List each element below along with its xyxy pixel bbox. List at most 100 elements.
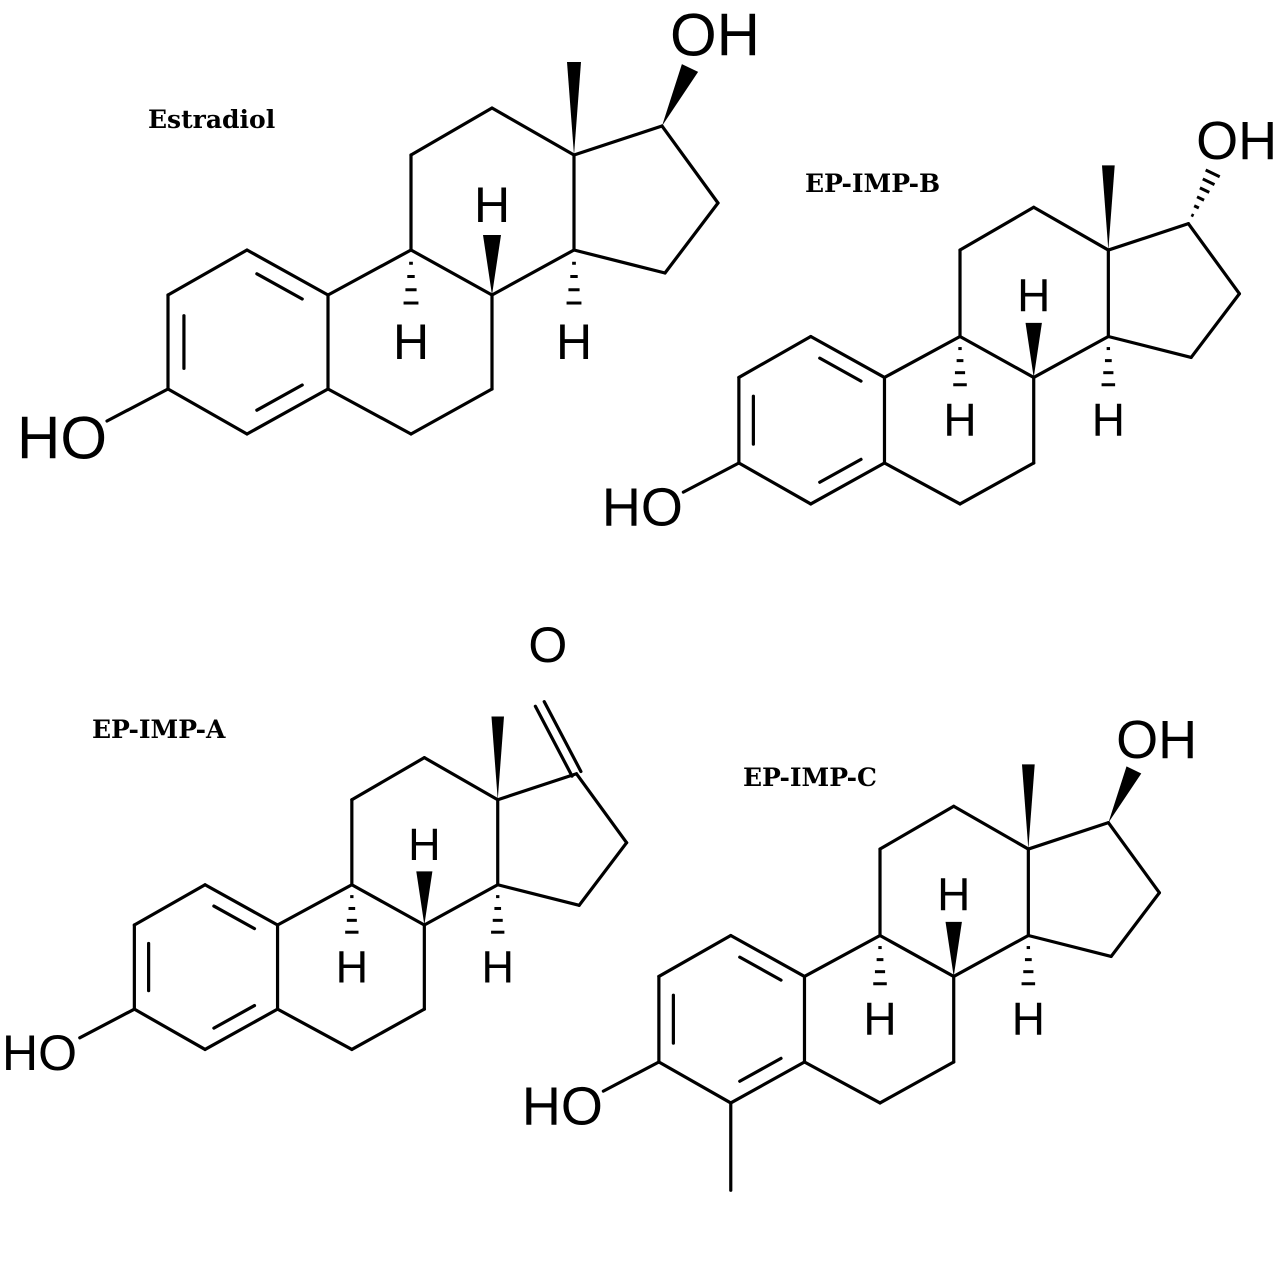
bond-c5-c6 [275, 1007, 354, 1052]
bond-c4-c5 [809, 461, 887, 506]
bond-c4-c5 [245, 387, 330, 436]
bond-c17-c13 [496, 772, 579, 802]
bond-c3-c4 [737, 461, 813, 506]
bond-c11-c12 [878, 804, 956, 851]
hydroxyl-hash-c17 [1190, 168, 1221, 218]
bond-c14-c15 [496, 883, 581, 907]
bond-c3-c4 [166, 387, 249, 436]
bond-c4-c5 [729, 1060, 807, 1105]
bond-c10-c1 [245, 248, 330, 297]
bond-c12-c13 [490, 106, 576, 157]
bond-c9-c10 [326, 248, 413, 297]
bond-c8-c9 [409, 248, 494, 297]
bond-c10-c1 [203, 883, 280, 927]
bond-c14-c15 [1106, 334, 1193, 360]
hydroxyl-c17-label: OH [1116, 710, 1197, 770]
hydrogen-h8: H [408, 819, 441, 870]
hydroxyl-c3-label: HO [17, 405, 107, 472]
bond-c5-c6 [326, 387, 413, 436]
bond-c12-c13 [952, 804, 1030, 851]
hydroxyl-c17-label: OH [1196, 111, 1277, 171]
hydrogen-h9: H [393, 314, 429, 370]
bond-c6-c7 [350, 1007, 426, 1052]
hydroxyl-c3-label: HO [2, 1025, 77, 1081]
hydroxyl-c3-label: HO [602, 478, 683, 538]
molecule-name: EP-IMP-B [805, 169, 940, 198]
bond-c11-c12 [958, 205, 1036, 252]
bond-c16-c17 [574, 772, 629, 845]
molecule-name: EP-IMP-A [92, 715, 226, 744]
bond-c14-c8 [952, 933, 1030, 979]
bond-c10-c1 [809, 334, 887, 380]
hydroxyl-wedge-c17 [662, 64, 699, 126]
bond-c17-c13 [572, 124, 664, 157]
bond-c15-c16 [663, 201, 720, 275]
bond-c16-c17 [1106, 821, 1161, 895]
molecule-name: Estradiol [148, 105, 275, 134]
bond-c15-c16 [577, 841, 629, 907]
bond-c5-c6 [802, 1060, 882, 1105]
hash-bond-h14 [1021, 946, 1036, 986]
hydrogen-h14: H [1092, 394, 1125, 446]
hash-bond-h9 [953, 347, 967, 387]
methyl-wedge-c18 [1101, 165, 1115, 251]
bond-c6-c7 [409, 387, 494, 436]
carbonyl-bond-a [542, 700, 583, 774]
bond-c6-c7 [958, 461, 1036, 506]
double-bond-c4-c5 [738, 1056, 783, 1083]
bond-c11-c12 [350, 756, 426, 802]
bond-c4-c5 [203, 1007, 280, 1052]
methyl-wedge-c18 [1021, 764, 1035, 850]
bond-c16-c17 [660, 124, 720, 205]
carbonyl-bond-b [533, 704, 574, 778]
hydrogen-h14: H [481, 942, 514, 993]
double-bond-c1-c10 [255, 272, 304, 301]
hydroxyl-c3-label: HO [522, 1077, 603, 1137]
bond-c11-c12 [409, 106, 494, 157]
bond-c17-c13 [1106, 222, 1191, 252]
hydrogen-h9: H [336, 942, 369, 993]
hash-bond-h14 [566, 261, 582, 305]
hash-bond-h9 [403, 261, 419, 305]
hydrogen-h8: H [937, 869, 970, 921]
bond-c9-c10 [802, 933, 882, 979]
bond-c14-c8 [1032, 334, 1110, 380]
hydrogen-h14: H [556, 314, 592, 370]
bond-c15-c16 [1109, 891, 1161, 959]
double-bond-c4-c5 [818, 457, 863, 484]
bond-c12-c13 [422, 756, 500, 802]
double-bond-c1-c10 [738, 955, 783, 982]
hydrogen-h8: H [1017, 270, 1050, 322]
bond-c17-c13 [1026, 821, 1111, 851]
molecule-name: EP-IMP-C [743, 763, 877, 792]
wedge-bond-h8 [416, 871, 433, 926]
methyl-wedge-c18 [491, 716, 504, 800]
hash-bond-h14 [1101, 347, 1116, 387]
bond-c15-c16 [1189, 292, 1241, 360]
bond-c3-c4 [132, 1007, 207, 1052]
bond-c14-c15 [1026, 933, 1113, 959]
hydrogen-h14: H [1012, 993, 1045, 1045]
hash-bond-h9 [345, 895, 359, 934]
double-bond-c4-c5 [212, 1003, 257, 1030]
bond-c8-c9 [878, 933, 956, 979]
hash-bond-h14 [491, 895, 505, 934]
bond-c6-c7 [878, 1060, 956, 1105]
hydroxyl-c17-label: OH [670, 2, 760, 69]
hydrogen-h9: H [863, 993, 896, 1045]
double-bond-c1-c10 [212, 904, 257, 931]
hydroxyl-wedge-c17 [1108, 766, 1142, 823]
bond-c3-c4 [657, 1060, 733, 1105]
wedge-bond-h8 [483, 235, 501, 295]
molecule-ep-imp-c: EP-IMP-C H H H HO OH [522, 710, 1197, 1192]
bond-c10-c1 [729, 933, 807, 979]
methyl-wedge-c18 [567, 62, 581, 155]
bond-c12-c13 [1032, 205, 1110, 252]
bond-c14-c15 [572, 248, 667, 275]
bond-c14-c8 [422, 883, 500, 927]
bond-c1-c2 [132, 883, 207, 927]
